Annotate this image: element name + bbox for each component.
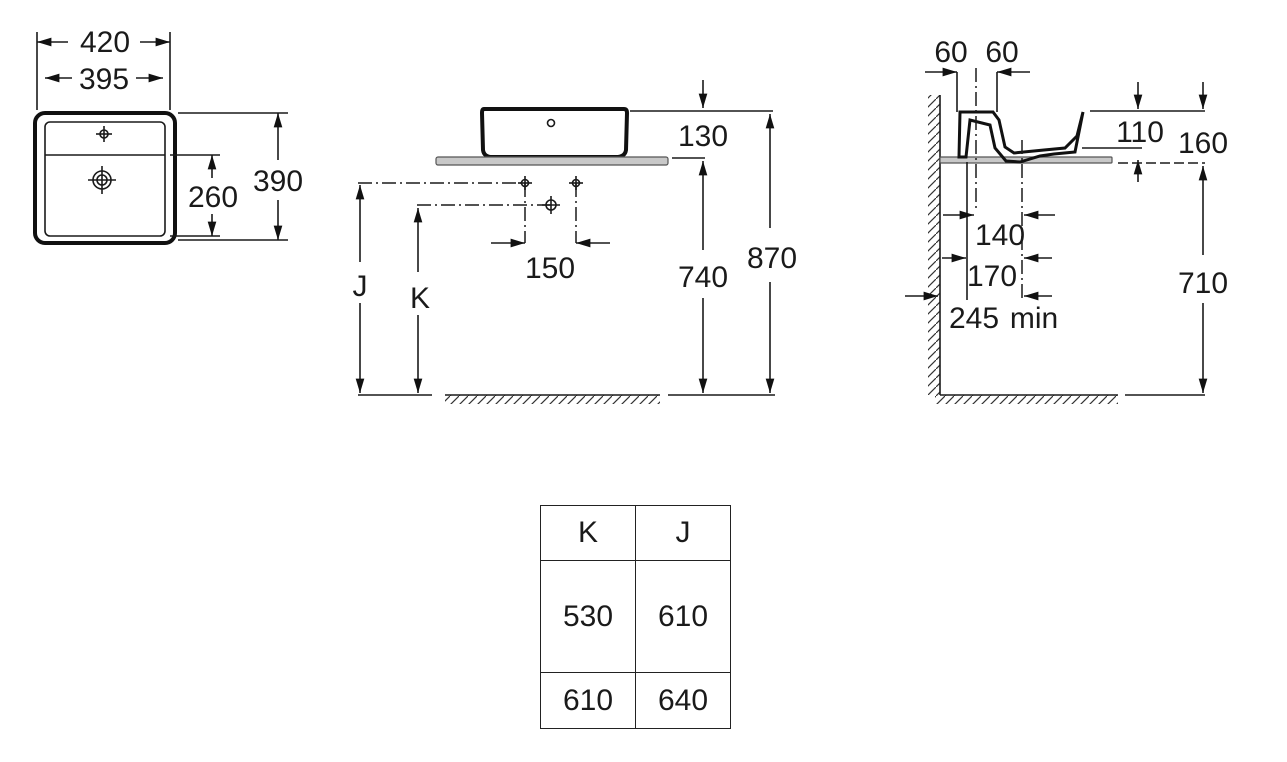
front-view: 150 J K 130 740 870 [353, 80, 797, 404]
crosshair-icon [518, 176, 532, 190]
label-j: J [353, 270, 368, 303]
dim-710: 710 [1178, 267, 1228, 300]
header-j: J [635, 505, 731, 561]
cell-j: 610 [635, 560, 731, 673]
dim-870: 870 [747, 242, 797, 275]
dim-60-left: 60 [934, 36, 967, 69]
height-table: K J 530 610 610 640 [540, 505, 731, 729]
wall-hatch [928, 95, 940, 395]
basin-inner-top [44, 121, 166, 237]
basin-outline-top [33, 111, 177, 245]
dim-395: 395 [79, 63, 129, 96]
floor-hatch [445, 395, 660, 404]
dim-130: 130 [678, 120, 728, 153]
dim-740: 740 [678, 261, 728, 294]
dim-min-label: min [1010, 302, 1058, 335]
floor-hatch [935, 395, 1118, 404]
dim-260: 260 [188, 181, 238, 214]
tap-hole-icon [96, 126, 112, 142]
dim-390: 390 [253, 165, 303, 198]
crosshair-icon [569, 176, 583, 190]
drain-icon [88, 166, 116, 194]
dim-170: 170 [967, 260, 1017, 293]
dim-60-right: 60 [985, 36, 1018, 69]
crosshair-icon [542, 196, 560, 214]
dim-245: 245 [949, 302, 999, 335]
cell-k: 530 [540, 560, 636, 673]
dim-110: 110 [1116, 116, 1164, 149]
table-row: 530 610 [540, 560, 731, 673]
top-view: 420 395 390 260 [33, 26, 303, 245]
cell-j: 640 [635, 672, 731, 729]
basin-profile-side [957, 110, 1085, 164]
basin-outline-front [479, 107, 630, 159]
dim-140: 140 [975, 219, 1025, 252]
cell-k: 610 [540, 672, 636, 729]
countertop [435, 156, 669, 166]
header-k: K [540, 505, 636, 561]
dim-420: 420 [80, 26, 130, 59]
table-header-row: K J [540, 505, 731, 561]
label-k: K [410, 282, 430, 315]
side-view: 60 60 110 160 710 140 170 245 min [905, 36, 1228, 404]
table-row: 610 640 [540, 672, 731, 729]
dim-150: 150 [525, 252, 575, 285]
dim-160: 160 [1178, 127, 1228, 160]
